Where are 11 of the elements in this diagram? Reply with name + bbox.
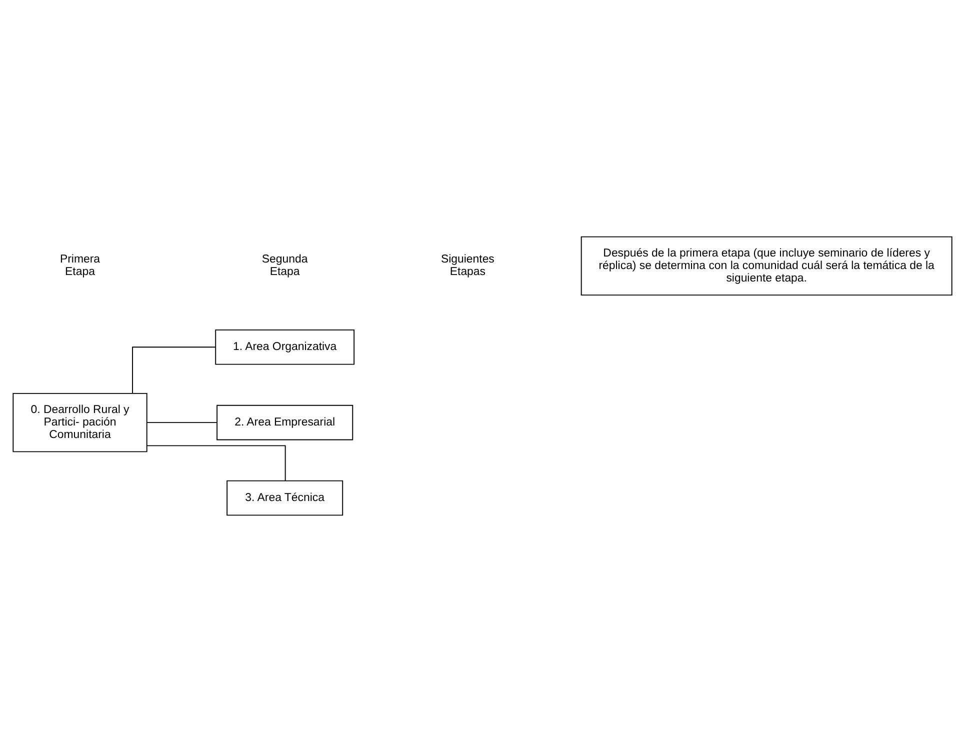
connector xyxy=(132,346,216,394)
label: Siguientes Etapas xyxy=(440,254,494,278)
node-box: 0. Dearrollo Rural y Partici- pación Comunitaria xyxy=(12,392,148,452)
label: Segunda Etapa xyxy=(262,254,308,278)
connector xyxy=(146,422,218,424)
node-box: 1. Area Organizativa xyxy=(215,329,355,365)
label: Primera Etapa xyxy=(60,254,100,278)
connector xyxy=(146,445,286,482)
node-box: 3. Area Técnica xyxy=(226,480,344,516)
node-box: Después de la primera etapa (que incluye seminario de líderes y réplica) se determina con la comunidad cuál será la temática de la siguiente etapa. xyxy=(580,236,952,296)
node-box: 2. Area Empresarial xyxy=(216,404,354,440)
